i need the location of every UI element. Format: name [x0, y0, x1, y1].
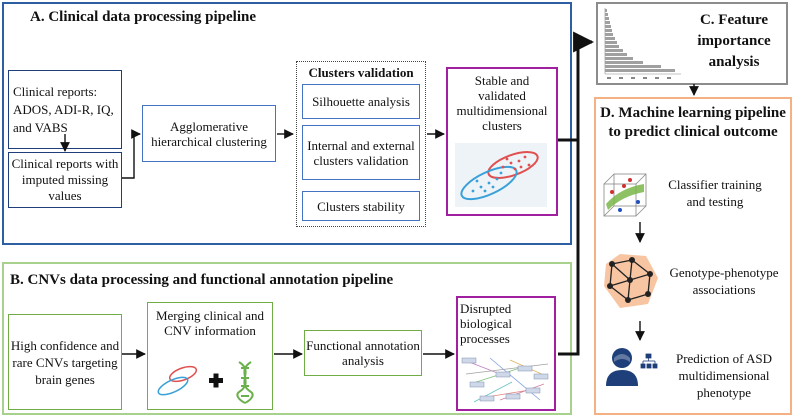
stability-box: Clusters stability	[302, 191, 420, 221]
classifier-text: Classifier training and testing	[668, 177, 762, 209]
stable-clusters-box	[446, 67, 558, 216]
imputed-reports-text: Clinical reports with imputed missing va…	[11, 156, 119, 203]
cnvs-box: High confidence and rare CNVs targeting …	[8, 314, 122, 410]
panel-c	[596, 2, 788, 85]
genotype-text: Genotype-phenotype associations	[669, 265, 779, 297]
dna-icon	[236, 361, 254, 404]
panel-a-title: A. Clinical data processing pipeline	[30, 9, 256, 25]
hierarchy-icon	[640, 353, 658, 369]
clinical-reports-box: Clinical reports: ADOS, ADI-R, IQ, and V…	[8, 70, 122, 149]
merging-text: Merging clinical and CNV information	[155, 308, 265, 338]
stability-text: Clusters stability	[317, 198, 405, 214]
panel-c-title: C. Feature importance analysis	[697, 12, 771, 70]
agglomerative-clustering-text: Agglomerative hierarchical clustering	[151, 118, 267, 149]
cube-classifier-icon	[603, 173, 647, 217]
panel-d-title: D. Machine learning pipeline to predict …	[600, 105, 786, 140]
cnvs-text: High confidence and rare CNVs targeting …	[10, 337, 120, 387]
functional-annotation-box: Functional annotation analysis	[304, 330, 422, 376]
person-icon	[606, 348, 658, 386]
prediction-text: Prediction of ASD multidimensional pheno…	[675, 351, 773, 400]
merge-icons	[157, 361, 254, 404]
disrupted-processes-text: Disrupted biological processes	[460, 301, 512, 346]
disrupted-processes-box	[456, 296, 556, 411]
internal-external-text: Internal and external clusters validatio…	[307, 137, 415, 168]
clusters-validation-title: Clusters validation	[308, 65, 414, 80]
mini-cluster-icon	[157, 365, 198, 396]
silhouette-text: Silhouette analysis	[312, 94, 410, 109]
panel-b	[2, 262, 572, 415]
hexagon-network-icon	[604, 254, 658, 308]
clinical-reports-text: Clinical reports: ADOS, ADI-R, IQ, and V…	[13, 83, 114, 135]
network-graph-icon	[461, 357, 549, 403]
merging-box	[147, 302, 273, 410]
functional-annotation-text: Functional annotation analysis	[306, 338, 420, 368]
stable-clusters-text: Stable and validated multidimensional cl…	[456, 73, 548, 133]
plus-icon	[209, 373, 223, 388]
silhouette-box: Silhouette analysis	[302, 84, 420, 119]
internal-external-box: Internal and external clusters validatio…	[302, 125, 420, 180]
imputed-reports-box: Clinical reports with imputed missing va…	[8, 152, 122, 208]
agglomerative-clustering-box: Agglomerative hierarchical clustering	[142, 105, 276, 162]
panel-a	[2, 2, 572, 245]
panel-d	[594, 97, 792, 415]
panel-b-title: B. CNVs data processing and functional a…	[10, 272, 394, 288]
clusters-validation-group	[296, 61, 426, 227]
bar-chart-icon	[604, 8, 681, 79]
scatter-cluster-icon	[455, 143, 547, 207]
